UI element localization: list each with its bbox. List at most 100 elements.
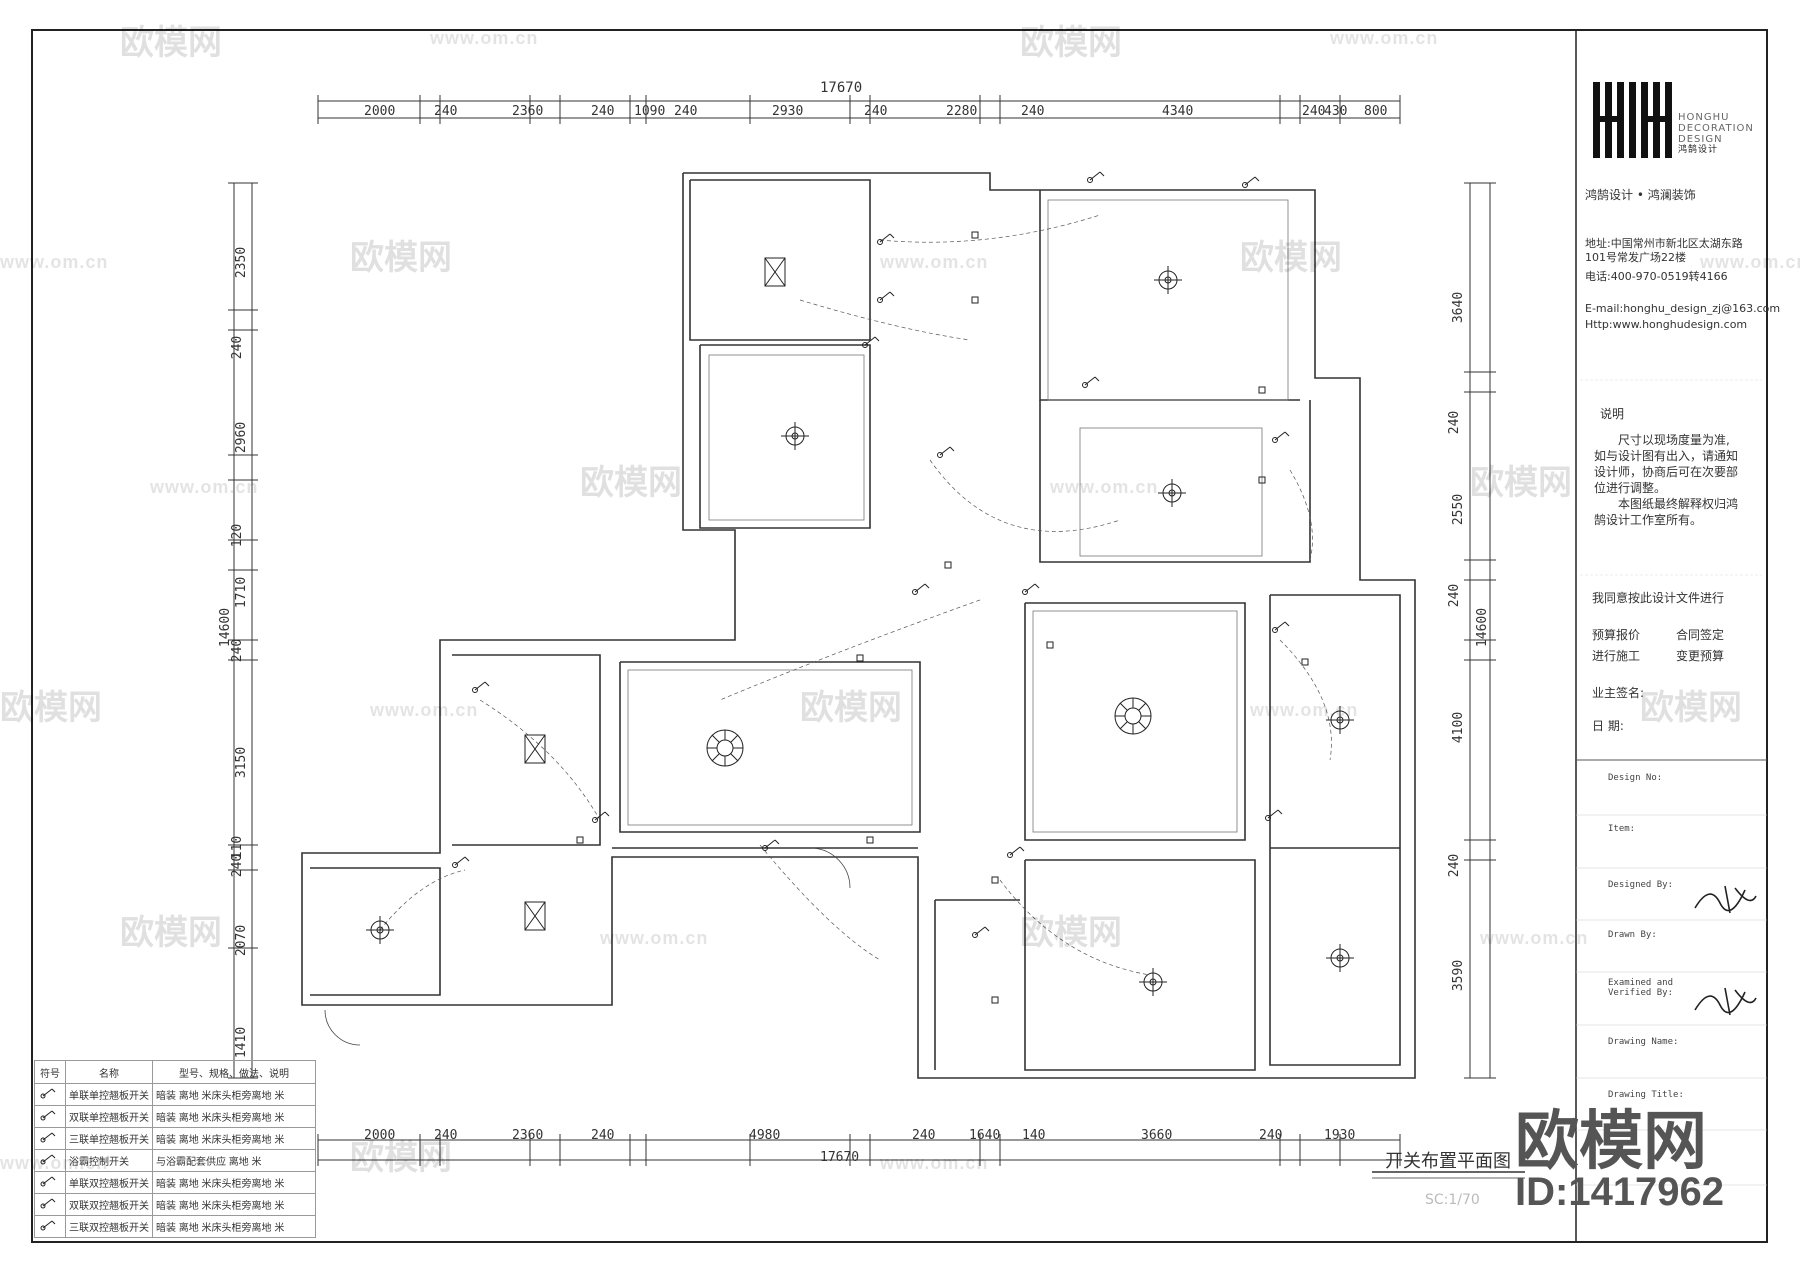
phone: 电话:400-970-0519转4166 [1585, 270, 1728, 283]
watermark-brand: 欧模网 [1515, 1105, 1707, 1177]
socket-icon [1258, 386, 1266, 394]
address-line2: 101号常发广场22楼 [1585, 251, 1686, 264]
owner-sign-label: 业主签名: [1592, 686, 1645, 700]
wall-switch-icon [1087, 171, 1105, 183]
dimension-label: 240 [434, 1128, 458, 1143]
wall-switch-icon [877, 291, 895, 303]
dimension-label: 240 [1447, 410, 1463, 435]
dimension-label: 240 [674, 104, 698, 119]
switch-symbol-icon [34, 1127, 66, 1150]
field-examined: Examined and [1608, 978, 1674, 988]
wall-switch-icon [912, 583, 930, 595]
field-drawn-by: Drawn By: [1608, 930, 1657, 940]
dimension-label: 240 [591, 1128, 615, 1143]
legend-row: 浴霸控制开关与浴霸配套供应 离地 米 [34, 1149, 316, 1172]
dimension-label: 4340 [1162, 104, 1194, 119]
dimension-label: 3150 [234, 746, 250, 779]
dimension-label: 120 [230, 523, 246, 548]
dimension-label: 1930 [1324, 1128, 1356, 1143]
socket-icon [944, 561, 952, 569]
total-height-right: 14600 [1475, 607, 1491, 648]
legend-row: 三联双控翘板开关暗装 离地 米床头柜旁离地 米 [34, 1215, 316, 1238]
dimension-label: 3590 [1451, 959, 1467, 992]
drawing-scale: SC:1/70 [1425, 1192, 1480, 1208]
wall-switch-icon [762, 839, 780, 851]
switch-symbol-icon [34, 1149, 66, 1172]
socket-icon [866, 836, 874, 844]
wall-switch-icon [972, 926, 990, 938]
legend-name: 双联双控翘板开关 [65, 1193, 153, 1216]
dimension-label: 3640 [1451, 291, 1467, 324]
legend-name: 单联双控翘板开关 [65, 1171, 153, 1194]
notes-text: 尺寸以现场度量为准, 如与设计图有出入，请通知 设计师，协商后可在次要部 位进行… [1594, 433, 1739, 527]
dimension-label: 240 [434, 104, 458, 119]
legend-spec: 暗装 离地 米床头柜旁离地 米 [152, 1171, 316, 1194]
dimension-label: 4980 [749, 1128, 781, 1143]
dimension-label: 140 [1022, 1128, 1046, 1143]
walls [301, 172, 1416, 1079]
legend-row: 三联单控翘板开关暗装 离地 米床头柜旁离地 米 [34, 1127, 316, 1150]
socket-icon [971, 296, 979, 304]
switch-symbol-icon [34, 1193, 66, 1216]
designer-signature [1694, 885, 1757, 914]
legend-row: 单联双控翘板开关暗装 离地 米床头柜旁离地 米 [34, 1171, 316, 1194]
verifier-signature [1694, 987, 1757, 1016]
dimension-label: 2550 [1451, 493, 1467, 526]
ceiling-lamp-icon [1139, 968, 1167, 996]
dimension-label: 2360 [512, 1128, 544, 1143]
field-verified: Verified By: [1608, 988, 1674, 998]
legend-name: 三联单控翘板开关 [65, 1127, 153, 1150]
item-change: 变更预算 [1676, 649, 1725, 663]
ceiling-lamp-icon [1326, 706, 1354, 734]
wall-switch-icon [1265, 809, 1283, 821]
legend-spec: 暗装 离地 米床头柜旁离地 米 [152, 1083, 316, 1106]
legend-row: 双联双控翘板开关暗装 离地 米床头柜旁离地 米 [34, 1193, 316, 1216]
exhaust-fan-icon [524, 734, 546, 764]
dimension-label: 4100 [1451, 711, 1467, 744]
wall-switch-icon [877, 233, 895, 245]
socket-icon [576, 836, 584, 844]
ceiling-lamp-icon [1154, 266, 1182, 294]
item-construction: 进行施工 [1592, 649, 1641, 663]
wall-switch-icon [937, 446, 955, 458]
dimension-label: 2360 [512, 104, 544, 119]
chandelier-icon [706, 729, 744, 767]
dimension-label: 1640 [969, 1128, 1001, 1143]
legend-name: 浴霸控制开关 [65, 1149, 153, 1172]
ceiling-lamps [366, 257, 1354, 996]
field-designed-by: Designed By: [1608, 880, 1674, 890]
switch-symbols [452, 171, 1309, 1004]
wall-switch-icon [1272, 621, 1290, 633]
switch-symbol-icon [34, 1215, 66, 1238]
dimension-label: 1710 [234, 576, 250, 609]
legend-name: 双联单控翘板开关 [65, 1105, 153, 1128]
circuit-lines [379, 214, 1332, 976]
ceiling-lamp-icon [366, 916, 394, 944]
company-name: 鸿鹄设计 • 鸿澜装饰 [1585, 188, 1696, 202]
wall-switch-icon [1007, 846, 1025, 858]
dimension-label: 2000 [364, 104, 396, 119]
dimension-label: 240 [1259, 1128, 1283, 1143]
dimension-label: 240 [230, 335, 246, 360]
field-design-no: Design No: [1608, 773, 1663, 783]
legend-name: 三联双控翘板开关 [65, 1215, 153, 1238]
dimension-label: 1410 [234, 1026, 250, 1059]
legend-row: 双联单控翘板开关暗装 离地 米床头柜旁离地 米 [34, 1105, 316, 1128]
drawing-title: 开关布置平面图 [1385, 1151, 1511, 1172]
dimension-label: 1090 [634, 104, 666, 119]
dimension-label: 2930 [772, 104, 804, 119]
socket-icon [991, 996, 999, 1004]
legend-spec: 与浴霸配套供应 离地 米 [152, 1149, 316, 1172]
wall-switch-icon [472, 681, 490, 693]
date-label: 日 期: [1592, 719, 1624, 733]
wall-switch-icon [862, 336, 880, 348]
dimension-label: 2960 [234, 421, 250, 454]
field-item: Item: [1608, 824, 1636, 834]
legend-spec: 暗装 离地 米床头柜旁离地 米 [152, 1127, 316, 1150]
field-drawing-title: Drawing Title: [1608, 1090, 1684, 1100]
switch-symbol-icon [34, 1171, 66, 1194]
drawing-frame [31, 29, 1768, 1243]
dimension-label: 2070 [234, 924, 250, 957]
watermark-id: ID:1417962 [1515, 1170, 1725, 1214]
